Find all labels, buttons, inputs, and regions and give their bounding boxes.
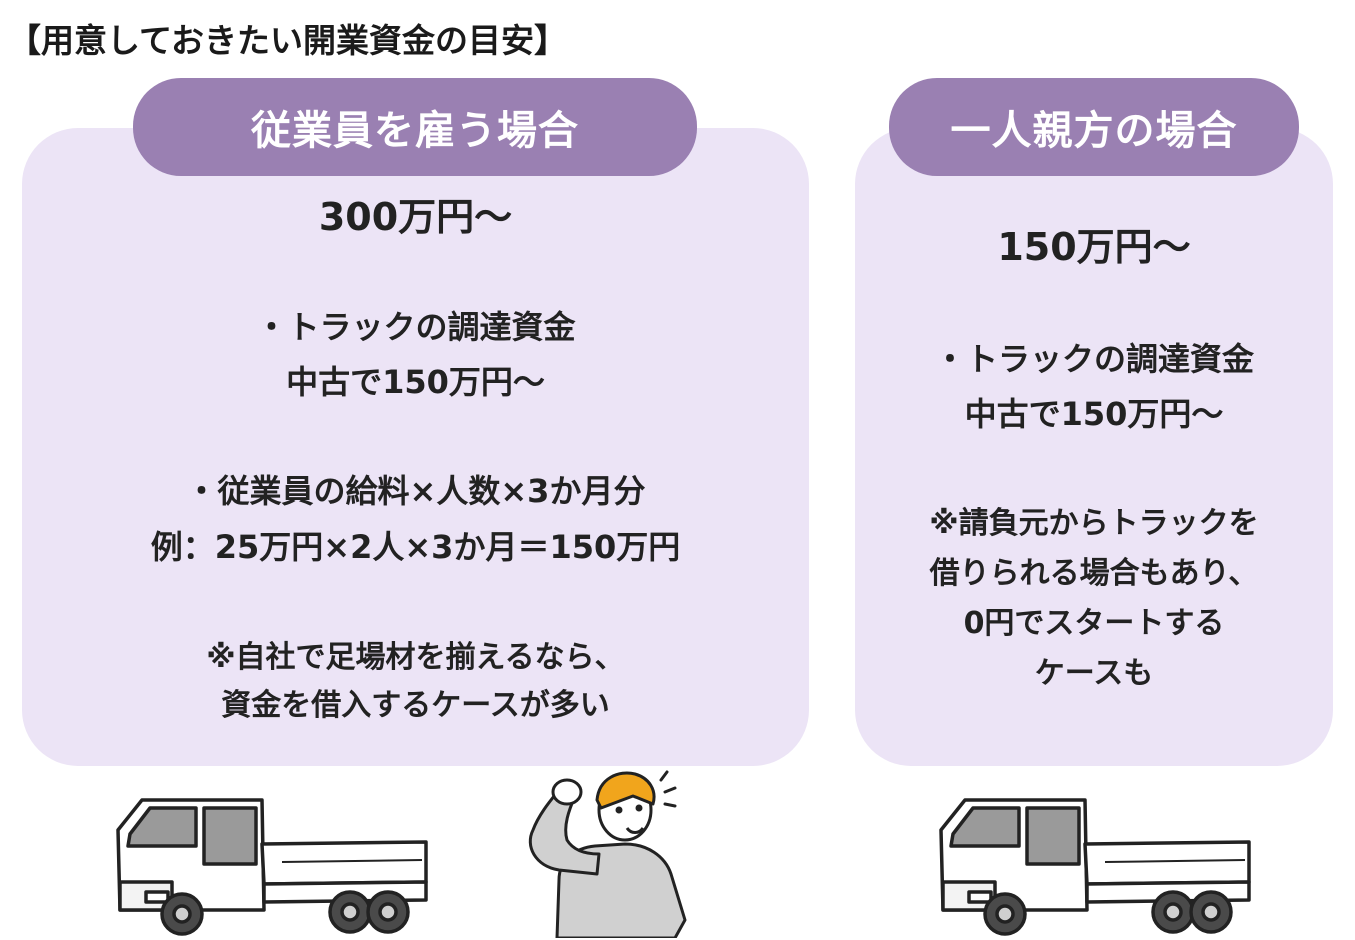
employee-case-header: 従業員を雇う場合 bbox=[133, 78, 697, 176]
employee-truck-detail: 中古で150万円〜 bbox=[286, 363, 545, 401]
employee-truck-item: ・トラックの調達資金 bbox=[255, 308, 576, 346]
solo-note-line3: 0円でスタートする bbox=[963, 606, 1225, 641]
truck-illustration bbox=[116, 798, 428, 936]
solo-case-header: 一人親方の場合 bbox=[889, 78, 1299, 176]
solo-case-card bbox=[855, 128, 1333, 766]
employee-note-line1: ※自社で足場材を揃えるなら、 bbox=[206, 640, 625, 675]
solo-note-line1: ※請負元からトラックを bbox=[929, 506, 1259, 541]
solo-note-line4: ケースも bbox=[1034, 656, 1154, 691]
page-title: 【用意しておきたい開業資金の目安】 bbox=[8, 21, 568, 60]
employee-note-line2: 資金を借入するケースが多い bbox=[221, 688, 610, 723]
solo-case-amount: 150万円〜 bbox=[997, 225, 1191, 269]
solo-truck-item: ・トラックの調達資金 bbox=[933, 340, 1254, 378]
solo-truck-detail: 中古で150万円〜 bbox=[964, 395, 1224, 433]
employee-salary-item: ・従業員の給料×人数×3か月分 bbox=[185, 472, 646, 510]
employee-salary-example: 例：25万円×2人×3か月＝150万円 bbox=[150, 528, 681, 566]
solo-note-line2: 借りられる場合もあり、 bbox=[929, 556, 1259, 591]
truck-illustration bbox=[939, 798, 1251, 936]
employee-case-card bbox=[22, 128, 809, 766]
worker-illustration bbox=[528, 770, 687, 938]
employee-case-amount: 300万円〜 bbox=[318, 195, 513, 239]
